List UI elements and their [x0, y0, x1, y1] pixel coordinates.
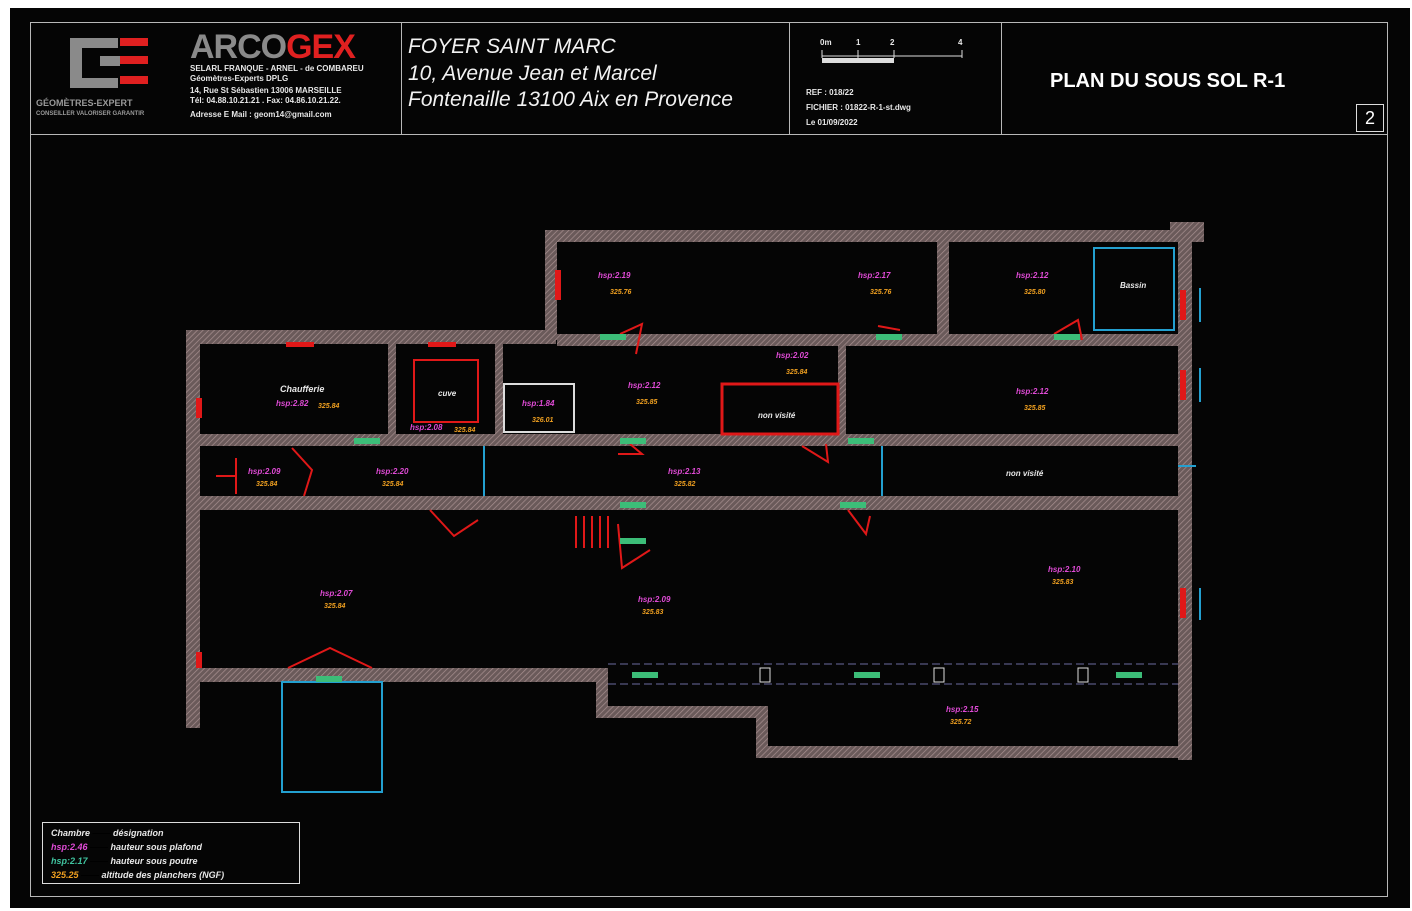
legend-row-floor-altitude: 325.25 —— altitude des planchers (NGF) [51, 870, 225, 880]
room-altitude: 325.83 [642, 609, 664, 616]
room-label: non visité [1006, 469, 1044, 478]
door-swings [216, 318, 1083, 669]
reference-number: REF : 018/22 [806, 88, 854, 97]
room-label: hsp:1.84 [522, 399, 555, 408]
room-label: hsp:2.12 [1016, 271, 1049, 280]
room-altitude: 325.72 [950, 719, 972, 726]
brand-name: ARCOGEX [190, 28, 356, 66]
room-label: cuve [438, 389, 457, 398]
room-label: hsp:2.19 [598, 271, 631, 280]
scale-label-2: 2 [890, 38, 895, 47]
room-label: hsp:2.12 [1016, 387, 1049, 396]
page-number: 2 [1356, 104, 1384, 132]
room-altitude: 325.80 [1024, 289, 1046, 296]
room-altitude: 325.83 [1052, 579, 1074, 586]
room-label: hsp:2.17 [858, 271, 891, 280]
stair-icon [575, 516, 609, 548]
small-room [503, 383, 575, 433]
drawing-sheet: GÉOMÈTRES-EXPERT CONSEILLER VALORISER GA… [10, 8, 1410, 908]
room-label: hsp:2.12 [628, 381, 661, 390]
room-altitude: 325.84 [454, 427, 476, 434]
room-label: hsp:2.09 [248, 467, 281, 476]
legend-row-beam-height: hsp:2.17 —— hauteur sous poutre [51, 856, 198, 866]
room-label: hsp:2.82 [276, 399, 309, 408]
room-label: non visité [758, 411, 796, 420]
legend-row-designation: Chambre —— désignation [51, 828, 164, 838]
basin-outline [1093, 247, 1175, 331]
doors [196, 270, 1186, 668]
room-altitude: 325.76 [870, 289, 892, 296]
room-altitude: 325.84 [786, 369, 808, 376]
company-email: Adresse E Mail : geom14@gmail.com [190, 110, 332, 119]
project-cell [402, 22, 790, 134]
room-altitude: 325.84 [382, 481, 404, 488]
room-altitude: 325.76 [610, 289, 632, 296]
project-address-2: Fontenaille 13100 Aix en Provence [408, 88, 733, 111]
floor-plan [186, 222, 1204, 793]
pillars [759, 667, 1089, 683]
room-label: hsp:2.15 [946, 705, 979, 714]
legend-box: Chambre —— désignation hsp:2.46 —— haute… [42, 822, 300, 884]
file-name: FICHIER : 01822-R-1-st.dwg [806, 103, 911, 112]
scale-label-0: 0m [820, 38, 832, 47]
room-label: hsp:2.13 [668, 467, 701, 476]
company-line-3: 14, Rue St Sébastien 13006 MARSEILLE [190, 86, 342, 95]
company-line-1: SELARL FRANQUE - ARNEL - de COMBAREU [190, 64, 364, 73]
company-line-4: Tél: 04.88.10.21.21 . Fax: 04.86.10.21.2… [190, 96, 341, 105]
room-label: hsp:2.02 [776, 351, 809, 360]
reference-cell [790, 22, 1002, 134]
project-name: FOYER SAINT MARC [408, 35, 616, 58]
legend-row-ceiling-height: hsp:2.46 —— hauteur sous plafond [51, 842, 203, 852]
room-label: hsp:2.20 [376, 467, 409, 476]
room-label: hsp:2.07 [320, 589, 353, 598]
room-altitude: 325.84 [256, 481, 278, 488]
scale-label-1: 1 [856, 38, 861, 47]
scale-bar [821, 50, 963, 63]
beams [316, 334, 1142, 682]
logo-tagline: CONSEILLER VALORISER GARANTIR [36, 111, 145, 117]
room-label: Bassin [1120, 281, 1146, 290]
room-label: hsp:2.09 [638, 595, 671, 604]
room-altitude: 326.01 [532, 417, 554, 424]
logo-caption: GÉOMÈTRES-EXPERT [36, 98, 133, 108]
unvisited-box [720, 382, 840, 436]
arcogex-logo-icon [70, 38, 148, 88]
room-altitude: 325.84 [318, 403, 340, 410]
project-address-1: 10, Avenue Jean et Marcel [408, 62, 657, 85]
room-labels: hsp:2.19 325.76 hsp:2.17 325.76 hsp:2.12… [248, 271, 1146, 726]
walls [186, 222, 1204, 760]
room-altitude: 325.82 [674, 481, 696, 488]
header-divider [30, 134, 1388, 135]
windows [483, 288, 1201, 620]
drawing-date: Le 01/09/2022 [806, 118, 858, 127]
room-label: Chaufferie [280, 384, 324, 394]
room-altitude: 325.85 [1024, 405, 1046, 412]
company-line-2: Géomètres-Experts DPLG [190, 74, 289, 83]
sheet-frame [30, 22, 1388, 897]
room-label: hsp:2.10 [1048, 565, 1081, 574]
room-label: hsp:2.08 [410, 423, 443, 432]
room-altitude: 325.84 [324, 603, 346, 610]
room-altitude: 325.85 [636, 399, 658, 406]
sheet-title: PLAN DU SOUS SOL R-1 [1050, 70, 1286, 92]
tank-outline [413, 359, 479, 423]
company-cell [30, 22, 402, 134]
scale-label-4: 4 [958, 38, 963, 47]
